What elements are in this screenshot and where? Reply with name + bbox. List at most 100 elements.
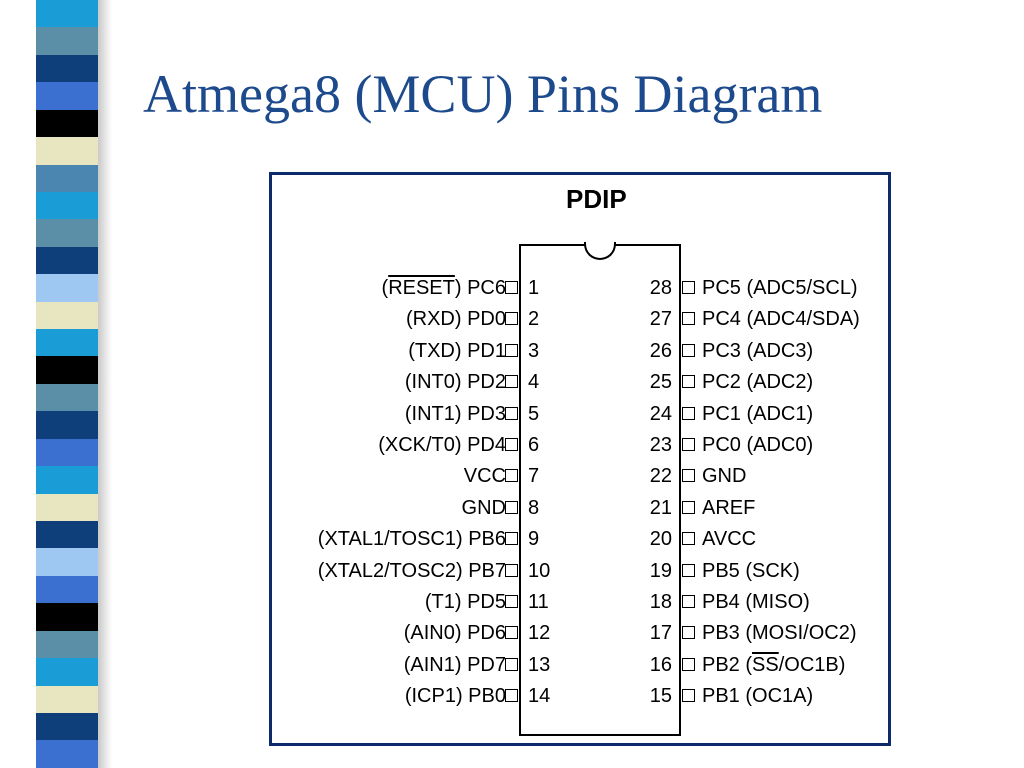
pin-square-icon — [505, 500, 518, 514]
pin-number: 15 — [649, 685, 672, 708]
pin-label: PB3 (MOSI/OC2) — [702, 622, 857, 645]
strip-block — [36, 27, 98, 55]
pin-number: 10 — [528, 559, 551, 582]
pin-label: (AIN1) PD7 — [403, 653, 506, 676]
pin-label: PC5 (ADC5/SCL) — [702, 277, 858, 299]
pin-square-icon — [682, 500, 695, 514]
pin-square-icon — [682, 689, 695, 703]
strip-block — [36, 411, 98, 439]
strip-block — [36, 438, 98, 467]
pin-square-icon — [505, 689, 518, 703]
pin-square-icon — [505, 343, 518, 357]
pin-number: 11 — [528, 591, 549, 613]
pin-label: (RESET) PC6 — [270, 276, 506, 300]
strip-block — [36, 329, 98, 357]
strip-block — [36, 191, 98, 220]
pin-label: VCC — [463, 465, 506, 488]
pin-number: 14 — [528, 685, 551, 708]
pin-number: 26 — [649, 339, 672, 362]
pin-number: 23 — [649, 434, 672, 456]
strip-block — [36, 493, 98, 522]
pin-square-icon — [505, 657, 518, 671]
strip-block — [36, 219, 98, 247]
pin-label: PB2 (SS/OC1B) — [702, 653, 888, 677]
pin-label-suffix: /OC1B) — [778, 653, 846, 676]
pin-square-icon — [682, 438, 695, 451]
pin-number: 27 — [649, 308, 672, 331]
pin-square-icon — [682, 626, 695, 640]
pin-label-overline: RESET — [388, 277, 455, 299]
pin-number: 6 — [528, 434, 540, 456]
strip-block — [36, 712, 98, 741]
pin-label-prefix: PB2 ( — [702, 653, 753, 676]
pin-number: 28 — [649, 277, 672, 299]
strip-block — [36, 109, 98, 138]
pin-label-suffix: ) PC6 — [454, 277, 506, 299]
pin-label: PC1 (ADC1) — [702, 402, 814, 425]
pin-square-icon — [682, 406, 695, 420]
pin-label-open-paren: ( — [381, 277, 389, 299]
pin-number: 21 — [649, 496, 672, 519]
strip-block — [36, 383, 98, 412]
strip-block — [36, 0, 98, 28]
pin-label: (T1) PD5 — [424, 591, 506, 613]
strip-block — [36, 356, 98, 384]
pin-label: AVCC — [702, 528, 757, 551]
pin-square-icon — [505, 469, 518, 483]
pin-square-icon — [682, 312, 695, 326]
pin-number: 3 — [528, 339, 540, 362]
pin-label: (RXD) PD0 — [405, 308, 506, 331]
pin-square-icon — [682, 657, 695, 671]
pin-label: (TXD) PD1 — [408, 339, 506, 362]
pin-square-icon — [505, 626, 518, 640]
pin-square-icon — [682, 532, 695, 546]
strip-block — [36, 274, 98, 302]
pin-number: 17 — [649, 622, 672, 645]
pin-square-icon — [682, 469, 695, 483]
strip-block — [36, 521, 98, 549]
pin-label: (INT1) PD3 — [404, 402, 506, 425]
pin-square-icon — [505, 563, 518, 577]
pin-number: 4 — [528, 371, 540, 394]
strip-block — [36, 466, 98, 494]
pin-square-icon — [505, 281, 518, 294]
pin-number: 16 — [649, 653, 672, 676]
pin-label: PC0 (ADC0) — [702, 434, 814, 456]
pin-label: (INT0) PD2 — [404, 371, 506, 394]
pin-label: (AIN0) PD6 — [403, 622, 506, 645]
pin-label: AREF — [702, 496, 756, 519]
strip-block — [36, 246, 98, 275]
pin-label: (XTAL1/TOSC1) PB6 — [317, 528, 506, 551]
pin-square-icon — [505, 312, 518, 326]
pin-square-icon — [682, 563, 695, 577]
pin-number: 12 — [528, 622, 551, 645]
pin-number: 2 — [528, 308, 540, 331]
pin-label: (XTAL2/TOSC2) PB7 — [317, 559, 506, 582]
pin-number: 20 — [649, 528, 672, 551]
pin-label: GND — [461, 496, 506, 519]
strip-block — [36, 658, 98, 686]
strip-block — [36, 630, 98, 659]
decorative-color-strip — [36, 0, 98, 768]
pin-number: 19 — [649, 559, 672, 582]
pin-number: 18 — [649, 591, 672, 613]
pin-label: PC4 (ADC4/SDA) — [702, 308, 860, 331]
pin-label: PC2 (ADC2) — [702, 371, 814, 394]
pin-number: 5 — [528, 402, 540, 425]
package-label: PDIP — [566, 184, 627, 214]
pin-number: 8 — [528, 496, 540, 519]
strip-block — [36, 137, 98, 165]
pin-number: 13 — [528, 653, 551, 676]
slide-title: Atmega8 (MCU) Pins Diagram — [143, 64, 823, 124]
pin-square-icon — [682, 281, 695, 294]
pin-square-icon — [505, 375, 518, 389]
pin-square-icon — [682, 375, 695, 389]
pin-number: 25 — [649, 371, 672, 394]
pin-label: GND — [702, 465, 747, 488]
pin-square-icon — [682, 595, 695, 608]
strip-block — [36, 54, 98, 83]
pin-number: 1 — [528, 277, 540, 299]
strip-shadow — [98, 0, 112, 768]
strip-block — [36, 685, 98, 713]
strip-block — [36, 740, 98, 768]
